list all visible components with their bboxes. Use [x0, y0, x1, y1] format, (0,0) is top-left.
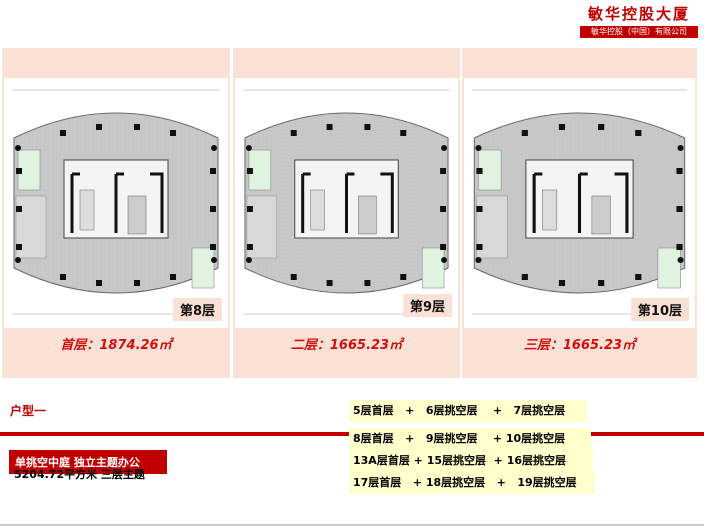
floor-plan-image — [464, 78, 695, 328]
floor-combo: 8层首层 + 9层挑空层 + 10层挑空层 — [349, 428, 591, 450]
floor-plan-image — [4, 78, 228, 328]
logo-title: 敏华控股大厦 — [587, 5, 690, 23]
floor-plan-drawing — [12, 89, 220, 315]
area-summary: 5204.72平方米 三层主题 — [14, 468, 145, 481]
floor-panel-3: 第10层 三层：1665.23㎡ — [462, 48, 697, 378]
company-logo: 敏华控股大厦 敏华控股（中国）有限公司 — [579, 4, 699, 39]
feature-badge: 单挑空中庭 独立主题办公 — [9, 450, 167, 474]
area-label: 二层：1665.23㎡ — [290, 338, 403, 353]
footer-line — [0, 524, 704, 526]
floor-panel-1: 第8层 首层：1874.26㎡ — [2, 48, 230, 378]
floor-label: 第10层 — [630, 298, 689, 321]
logo-subtitle: 敏华控股（中国）有限公司 — [579, 25, 699, 39]
area-label: 三层：1665.23㎡ — [523, 338, 636, 353]
floor-plan-drawing — [472, 89, 687, 315]
area-label: 首层：1874.26㎡ — [60, 338, 172, 353]
floor-label: 第8层 — [172, 298, 222, 321]
unit-type-heading: 户型一 — [10, 404, 47, 418]
floor-combo: 13A层首层 + 15层挑空层 + 16层挑空层 — [349, 450, 593, 472]
floor-plan-drawing — [242, 89, 451, 315]
floor-combo: 17层首层 + 18层挑空层 + 19层挑空层 — [349, 472, 595, 494]
floor-combo: 5层首层 + 6层挑空层 + 7层挑空层 — [349, 400, 587, 422]
floor-plan-image — [235, 78, 458, 328]
floor-panel-2: 第9层 二层：1665.23㎡ — [233, 48, 460, 378]
floor-label: 第9层 — [402, 294, 452, 317]
